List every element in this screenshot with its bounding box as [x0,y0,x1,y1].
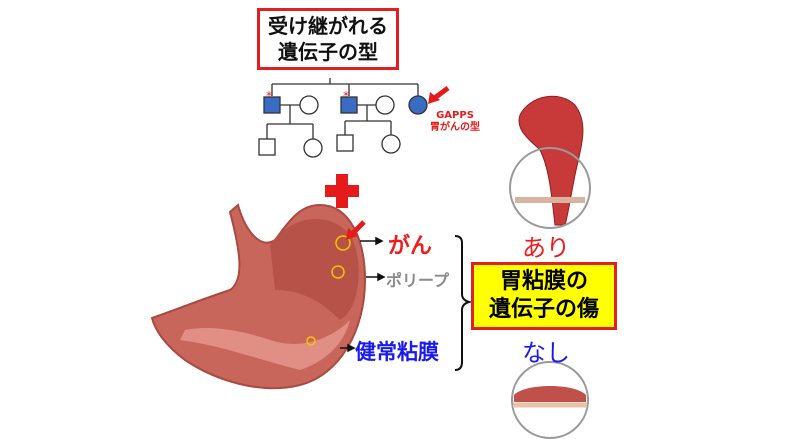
present-label: あり [522,234,570,262]
normal-mucosa-label: 健常粘膜 [355,340,439,364]
mucosa-damaged-image [509,95,591,229]
mucosa-healthy-image [511,361,589,439]
female-child-1 [303,138,323,158]
female-child-2 [381,134,401,154]
polyp-label: ポリープ [386,271,450,290]
female-1 [299,95,319,115]
gapps-label: GAPPS [436,110,474,121]
gastric-cancer-type-label: 胃がんの型 [430,122,480,133]
star-marker: * [266,89,272,103]
pedigree-chart [258,78,428,158]
male-child-1 [258,138,276,156]
gapps-annotation: GAPPS 胃がんの型 [430,110,480,134]
bracket [454,235,473,371]
arrow-icon [346,220,366,240]
box-line-1: 胃粘膜の [499,269,588,294]
female-2 [375,95,395,115]
plus-icon [325,174,359,208]
absent-label: なし [522,339,570,367]
title-line-2: 遺伝子の型 [278,40,378,64]
cancer-label: がん [388,234,433,259]
title-line-1: 受け継がれる [268,14,388,38]
normal-marker [306,336,316,346]
stomach-illustration [150,203,367,390]
box-line-2: 遺伝子の傷 [488,297,599,322]
star-marker: * [343,89,349,103]
inherited-gene-title-box: 受け継がれる 遺伝子の型 [257,8,399,70]
arrow-icon [428,86,450,104]
male-child-2 [336,134,354,152]
polyp-marker [331,265,345,279]
affected-female-proband [408,95,428,115]
cancer-marker [335,235,351,251]
gene-damage-box: 胃粘膜の 遺伝子の傷 [471,262,617,330]
